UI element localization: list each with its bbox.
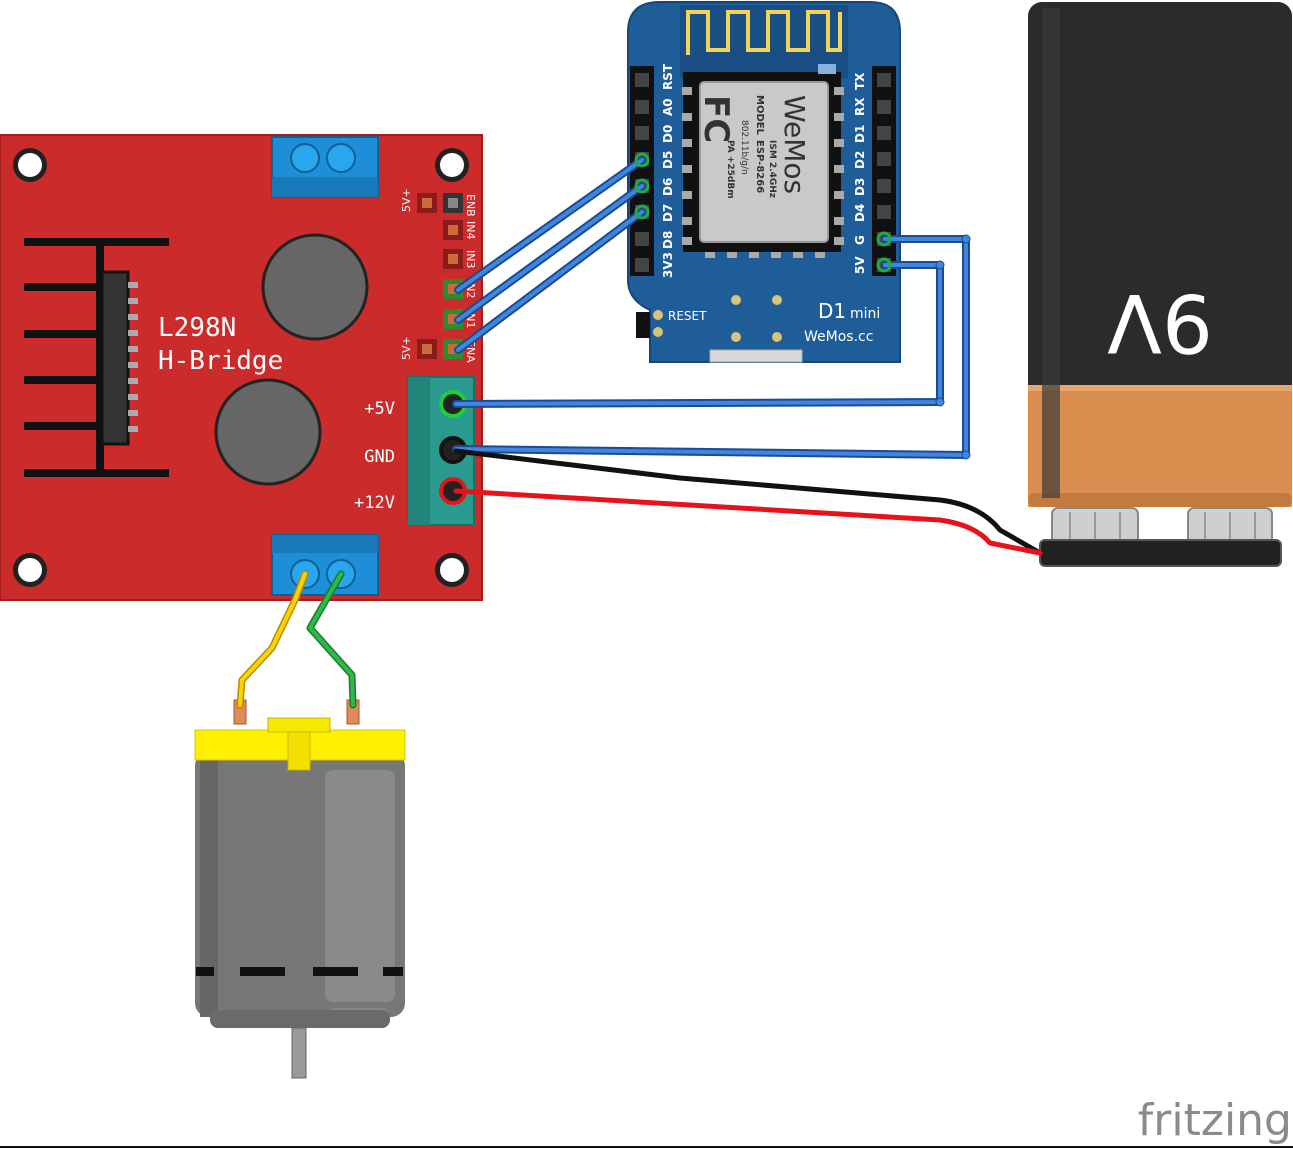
wemos-brand: WeMos xyxy=(778,95,811,194)
hbridge-title-line1: L298N xyxy=(158,313,236,343)
wire-red xyxy=(453,488,1043,556)
terminal-label-gnd: GND xyxy=(364,447,395,467)
esp-shield xyxy=(699,81,829,243)
battery-band xyxy=(1028,385,1292,507)
d1-pin-d4: D4 xyxy=(853,204,867,222)
reset-label: RESET xyxy=(668,309,707,323)
d1-pin-d3: D3 xyxy=(853,178,867,196)
wire-d6-in2 xyxy=(456,184,644,322)
fcc-logo: FC xyxy=(696,95,736,143)
d1-pin-tx: TX xyxy=(853,72,867,90)
d1-pin-a0: A0 xyxy=(661,98,675,116)
terminal-bottom xyxy=(271,534,379,596)
wire-black xyxy=(453,448,1043,556)
d1-pin-d2: D2 xyxy=(853,151,867,169)
wire-d7-ena xyxy=(456,210,644,352)
d1-pin-g: G xyxy=(853,235,867,245)
usb-port xyxy=(709,349,803,363)
pin-label-5v-top: 5V+ xyxy=(400,188,413,212)
chip-pins xyxy=(128,282,138,432)
dc-motor xyxy=(194,699,406,1079)
l298n-board: L298N H-Bridge 5V+ xyxy=(0,134,483,601)
pin-label-in4: IN4 xyxy=(464,221,477,239)
power-terminal xyxy=(407,376,475,526)
reset-button[interactable] xyxy=(636,312,650,338)
d1-pin-d1: D1 xyxy=(853,125,867,143)
wire-d5-in1 xyxy=(456,158,644,292)
battery-clip xyxy=(1039,539,1282,567)
pin-label-enb: ENB xyxy=(464,194,477,217)
module-standard: 802.11b/g/n xyxy=(739,120,749,175)
board-suffix: mini xyxy=(850,306,880,322)
motor-shaft xyxy=(291,1027,307,1079)
terminal-label-5v: +5V xyxy=(364,399,395,419)
heatsink xyxy=(24,238,169,477)
d1-pin-d7: D7 xyxy=(661,204,675,222)
capacitor xyxy=(214,378,322,486)
d1-pin-d0: D0 xyxy=(661,125,675,143)
board-name: D1 xyxy=(818,299,846,323)
module-band: ISM 2.4GHz xyxy=(767,140,777,198)
d1-pin-3v3: 3V3 xyxy=(661,252,675,278)
module-model: ESP-8266 xyxy=(754,140,765,193)
d1-pin-d5: D5 xyxy=(661,151,675,169)
hbridge-title-line2: H-Bridge xyxy=(158,346,283,376)
d1-pin-5v: 5V xyxy=(853,256,867,274)
d1-mini-board: FC MODEL ESP-8266 802.11b/g/n ISM 2.4GHz… xyxy=(627,1,901,363)
board-site: WeMos.cc xyxy=(804,329,873,345)
pin-label-in3: IN3 xyxy=(464,250,477,268)
terminal-top xyxy=(271,136,379,198)
wire-green xyxy=(308,572,355,707)
battery-label: 9V xyxy=(1107,276,1213,369)
d1-pin-rst: RST xyxy=(661,63,675,90)
d1-pin-d8: D8 xyxy=(661,231,675,249)
fritzing-watermark: fritzing xyxy=(1138,1095,1292,1146)
terminal-label-12v: +12V xyxy=(354,493,395,513)
capacitor xyxy=(261,233,369,341)
pin-label-5v-bottom: 5V+ xyxy=(400,336,413,360)
battery-body xyxy=(1028,2,1292,507)
wire-yellow xyxy=(238,572,307,707)
d1-pin-rx: RX xyxy=(853,97,867,116)
wire-gnd xyxy=(454,237,968,457)
battery-9v: 9V xyxy=(1028,2,1292,567)
module-model-label: MODEL xyxy=(754,95,765,136)
hbridge-pcb xyxy=(0,134,483,601)
antenna-trace xyxy=(686,10,842,55)
module-power: PA +25dBm xyxy=(725,140,735,199)
wire-5v xyxy=(454,263,942,406)
d1-left-header xyxy=(630,66,654,276)
d1-pin-d6: D6 xyxy=(661,178,675,196)
